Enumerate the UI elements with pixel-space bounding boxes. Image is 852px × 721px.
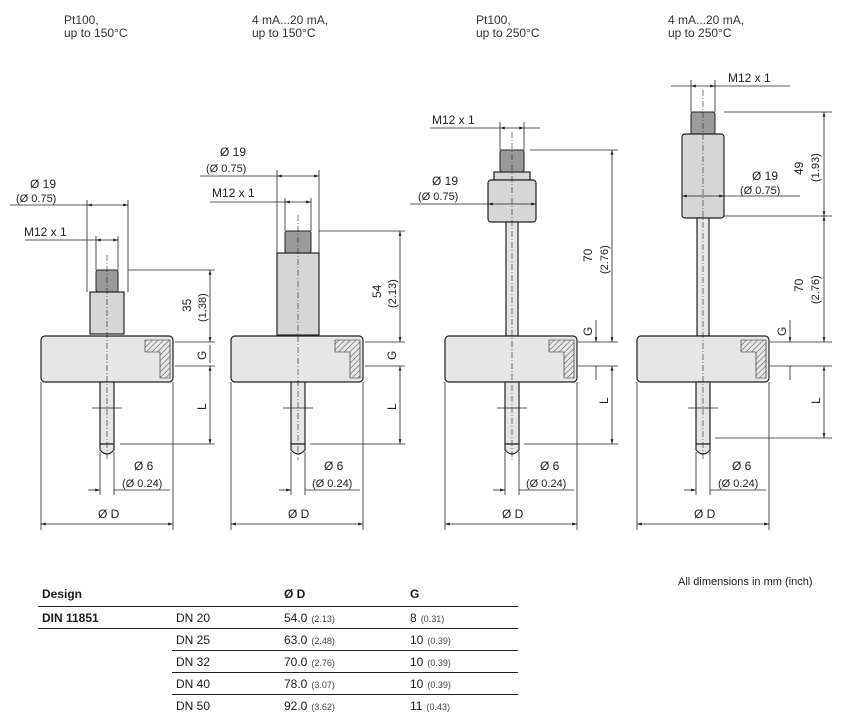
cell-dn: DN 32 — [172, 650, 280, 673]
cell-dia-d: 63.0(2.48) — [280, 628, 406, 651]
h49-inch-label: (1.93) — [810, 153, 822, 182]
dia19-inch-label-3: (Ø 0.75) — [418, 191, 458, 203]
dia6-label-2: Ø 6 — [324, 459, 344, 473]
dia19-label-4: Ø 19 — [752, 169, 778, 183]
l-label-3: L — [597, 397, 611, 404]
h70-label-3: 70 — [581, 248, 595, 262]
table-row: DN 40 78.0(3.07) 10(0.39) — [38, 672, 518, 695]
l-label-1: L — [195, 403, 209, 410]
dia19-label-2: Ø 19 — [220, 145, 246, 159]
cell-design: DIN 11851 — [38, 606, 172, 629]
table-row: DN 32 70.0(2.76) 10(0.39) — [38, 650, 518, 673]
thread-label-2: M12 x 1 — [212, 186, 255, 200]
table-row: DN 25 63.0(2.48) 10(0.39) — [38, 628, 518, 651]
dia6-inch-label-3: (Ø 0.24) — [526, 478, 566, 490]
sensor-drawing-1: Ø 19 (Ø 0.75) M12 x 1 35 (1.38) G L Ø 6 … — [10, 177, 215, 530]
variant-3-line2: up to 250°C — [476, 26, 540, 40]
l-label-4: L — [809, 397, 823, 404]
cell-g: 10(0.39) — [406, 650, 518, 673]
variant-title-1: Pt100, up to 150°C — [64, 14, 128, 40]
table-header-row: Design Ø D G — [38, 582, 518, 607]
h49-label: 49 — [792, 161, 806, 175]
variant-1-line2: up to 150°C — [64, 26, 128, 40]
variant-4-line1: 4 mA...20 mA, — [668, 13, 745, 27]
cell-dia-d: 78.0(3.07) — [280, 672, 406, 695]
h70-inch-label-3: (2.76) — [599, 245, 611, 274]
cell-dn: DN 25 — [172, 628, 280, 651]
dia6-inch-label-4: (Ø 0.24) — [718, 478, 758, 490]
h54-inch-label: (2.13) — [387, 279, 399, 308]
cell-dn: DN 40 — [172, 672, 280, 695]
cell-g: 11(0.43) — [410, 698, 450, 713]
cell-dn: DN 50 — [176, 698, 211, 713]
cell-dia-d: 54.0(2.13) — [280, 606, 406, 629]
cell-design — [38, 673, 172, 695]
header-design: Design — [38, 582, 172, 607]
dia19-label-3: Ø 19 — [432, 174, 458, 188]
sensor-drawing-2: Ø 19 (Ø 0.75) M12 x 1 54 (2.13) G L Ø 6 … — [200, 145, 405, 530]
cell-design — [38, 629, 172, 651]
thread-label-3: M12 x 1 — [432, 113, 475, 127]
dia-d-label-1: Ø D — [98, 507, 120, 521]
sensor-drawing-3: M12 x 1 Ø 19 (Ø 0.75) 70 (2.76) G L Ø 6 … — [410, 113, 618, 530]
variant-3-line1: Pt100, — [476, 13, 511, 27]
h54-label: 54 — [370, 284, 384, 298]
dia-d-label-3: Ø D — [502, 507, 524, 521]
h70-inch-label-4: (2.76) — [810, 275, 822, 304]
variant-4-line2: up to 250°C — [668, 26, 732, 40]
cell-dia-d: 70.0(2.76) — [280, 650, 406, 673]
variant-2-line1: 4 mA...20 mA, — [252, 13, 329, 27]
dia-d-label-2: Ø D — [288, 507, 310, 521]
g-label-1: G — [195, 351, 209, 360]
dia6-label-1: Ø 6 — [134, 459, 154, 473]
sensor-drawing-4: M12 x 1 Ø 19 (Ø 0.75) 49 (1.93) 70 (2.76… — [636, 71, 832, 530]
dia19-inch-label-1: (Ø 0.75) — [16, 193, 56, 205]
dia19-label-1: Ø 19 — [30, 177, 56, 191]
table-row: DN 50 92.0(3.62) 11(0.43) — [38, 695, 518, 717]
thread-label-4: M12 x 1 — [728, 71, 771, 85]
cell-dia-d: 92.0(3.62) — [284, 698, 335, 713]
header-dn — [172, 582, 280, 607]
cell-dn: DN 20 — [172, 606, 280, 629]
dia19-inch-label-2: (Ø 0.75) — [206, 163, 246, 175]
h35-label: 35 — [180, 298, 194, 312]
flange-hatch-4 — [740, 339, 767, 379]
flange-hatch-2 — [334, 339, 361, 379]
cell-g: 8(0.31) — [406, 606, 518, 629]
variant-2-line2: up to 150°C — [252, 26, 316, 40]
dia6-inch-label-1: (Ø 0.24) — [122, 478, 162, 490]
g-label-2: G — [385, 351, 399, 360]
l-label-2: L — [385, 403, 399, 410]
dia6-inch-label-2: (Ø 0.24) — [312, 478, 352, 490]
variant-title-4: 4 mA...20 mA, up to 250°C — [668, 14, 744, 40]
flange-hatch-3 — [548, 339, 575, 379]
dia19-inch-label-4: (Ø 0.75) — [740, 185, 780, 197]
cell-g: 10(0.39) — [406, 628, 518, 651]
table-row: DIN 11851 DN 20 54.0(2.13) 8(0.31) — [38, 606, 518, 629]
h70-label-4: 70 — [792, 278, 806, 292]
variant-title-3: Pt100, up to 250°C — [476, 14, 540, 40]
flange-hatch-1 — [144, 339, 171, 379]
dia6-label-4: Ø 6 — [732, 459, 752, 473]
variant-1-line1: Pt100, — [64, 13, 99, 27]
cell-design — [38, 695, 172, 717]
cell-design — [38, 651, 172, 673]
header-g: G — [406, 582, 518, 607]
dimensions-table: Design Ø D G DIN 11851 DN 20 54.0(2.13) … — [38, 582, 518, 716]
dia6-label-3: Ø 6 — [540, 459, 560, 473]
variant-title-2: 4 mA...20 mA, up to 150°C — [252, 14, 328, 40]
cell-g: 10(0.39) — [406, 672, 518, 695]
dimensions-note: All dimensions in mm (inch) — [678, 576, 813, 588]
g-label-3: G — [581, 327, 595, 336]
dia-d-label-4: Ø D — [694, 507, 716, 521]
thread-label-1: M12 x 1 — [24, 225, 67, 239]
header-dia-d: Ø D — [280, 582, 406, 607]
technical-drawing: Ø 19 (Ø 0.75) M12 x 1 35 (1.38) G L Ø 6 … — [10, 71, 832, 530]
g-label-4: G — [775, 327, 789, 336]
h35-inch-label: (1.38) — [197, 293, 209, 322]
